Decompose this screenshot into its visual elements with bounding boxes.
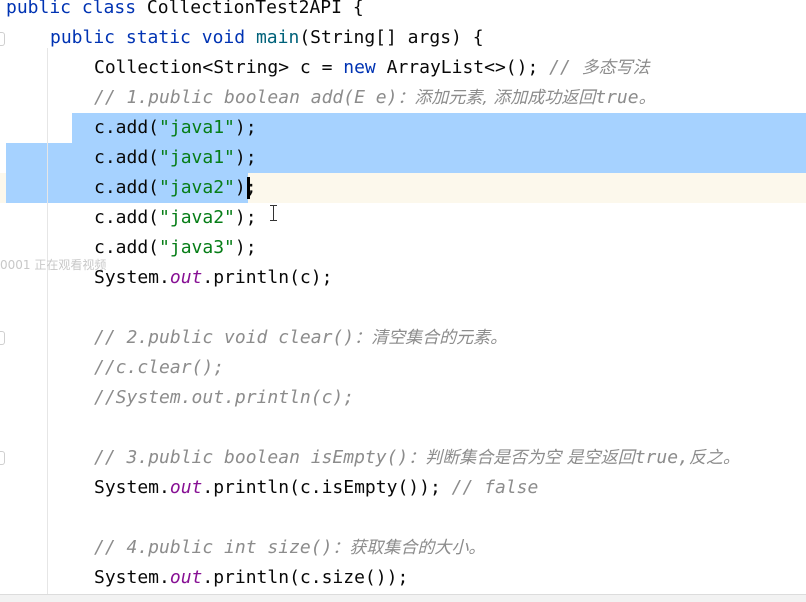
declaration: Collection<String> c =	[94, 57, 344, 78]
params: (String[] args) {	[299, 27, 484, 48]
punctuation: );	[234, 237, 257, 258]
comment: 。	[638, 88, 656, 108]
class-name: CollectionTest2API	[146, 0, 342, 18]
keyword: class	[81, 0, 137, 18]
code-line: c.add("java1");	[0, 143, 806, 173]
fold-marker-icon[interactable]	[0, 451, 5, 465]
code-line: //c.clear();	[0, 353, 806, 383]
comment: true	[595, 87, 639, 108]
horizontal-scrollbar[interactable]	[0, 594, 806, 602]
code-line: Collection<String> c = new ArrayList<>()…	[0, 53, 806, 83]
code-line: c.add("java3");	[0, 233, 806, 263]
comment: ：添加元素, 添加成功返回	[397, 88, 596, 108]
string-literal: "java2"	[159, 207, 235, 228]
method-call: c.add(	[94, 207, 160, 228]
static-field: out	[169, 567, 203, 588]
punctuation: )	[234, 177, 246, 198]
string-literal: "java3"	[159, 237, 235, 258]
punctuation: );	[234, 147, 257, 168]
keyword: public	[6, 0, 72, 18]
comment: // 4.public int size()	[94, 537, 333, 558]
method-call: .println(c.isEmpty());	[202, 477, 452, 498]
string-literal: "java1"	[159, 147, 235, 168]
static-field: out	[169, 267, 203, 288]
comment: //	[549, 57, 582, 78]
indent-guide	[47, 48, 48, 594]
code-line: public static void main(String[] args) {	[0, 23, 806, 53]
code-line: System.out.println(c);	[0, 263, 806, 293]
selection-line-1	[72, 113, 806, 143]
comment: // 1.public boolean add(E e)	[94, 87, 398, 108]
keyword: new	[343, 57, 376, 78]
comment: // 3.public boolean isEmpty()	[94, 447, 409, 468]
method-name: main	[255, 27, 300, 48]
code-line: //System.out.println(c);	[0, 383, 806, 413]
code-line: System.out.println(c.isEmpty()); // fals…	[0, 473, 806, 503]
comment: 多态写法	[581, 58, 650, 78]
method-call: c.add(	[94, 117, 160, 138]
fold-marker-icon[interactable]	[0, 331, 5, 345]
code-line: // 3.public boolean isEmpty()：判断集合是否为空 是…	[0, 443, 806, 473]
comment: //c.clear();	[94, 357, 225, 378]
comment: ：判断集合是否为空 是空返回	[408, 448, 635, 468]
code-line: // 4.public int size()：获取集合的大小。	[0, 533, 806, 563]
text-caret	[247, 177, 250, 199]
punctuation: );	[234, 207, 257, 228]
ibeam-cursor-icon	[270, 205, 277, 221]
comment: ：清空集合的元素。	[354, 328, 508, 348]
code-line: c.add("java2");	[0, 173, 806, 203]
string-literal: "java1"	[159, 117, 235, 138]
string-literal: "java2"	[159, 177, 235, 198]
brace: {	[341, 0, 364, 18]
selection-line-2	[6, 143, 806, 173]
method-call: c.add(	[94, 237, 160, 258]
method-call: .println(c.size());	[202, 567, 409, 588]
class-ref: System.	[94, 567, 170, 588]
comment: ：获取集合的大小。	[332, 538, 486, 558]
keyword: void	[201, 27, 246, 48]
punctuation: );	[234, 117, 257, 138]
code-line: public class CollectionTest2API {	[0, 0, 806, 23]
viewer-watermark: 0001 正在观看视频	[0, 258, 107, 272]
constructor-call: ArrayList<>();	[375, 57, 550, 78]
selection-line-3	[6, 173, 248, 203]
code-line: c.add("java1");	[0, 113, 806, 143]
keyword: public	[50, 27, 116, 48]
code-line: // 1.public boolean add(E e)：添加元素, 添加成功返…	[0, 83, 806, 113]
class-ref: System.	[94, 477, 170, 498]
code-line: System.out.println(c.size());	[0, 563, 806, 593]
method-call: c.add(	[94, 177, 160, 198]
method-call: .println(c);	[202, 267, 333, 288]
comment: // false	[451, 477, 539, 498]
code-line: c.add("java2");	[0, 203, 806, 233]
keyword: static	[125, 27, 191, 48]
class-ref: System.	[94, 267, 170, 288]
comment: //System.out.println(c);	[94, 387, 355, 408]
comment: // 2.public void clear()	[94, 327, 355, 348]
comment: true,	[634, 447, 689, 468]
code-line: // 2.public void clear()：清空集合的元素。	[0, 323, 806, 353]
method-call: c.add(	[94, 147, 160, 168]
comment: 反之。	[688, 448, 740, 468]
punctuation: ;	[245, 177, 257, 198]
fold-marker-icon[interactable]	[0, 32, 5, 46]
static-field: out	[169, 477, 203, 498]
